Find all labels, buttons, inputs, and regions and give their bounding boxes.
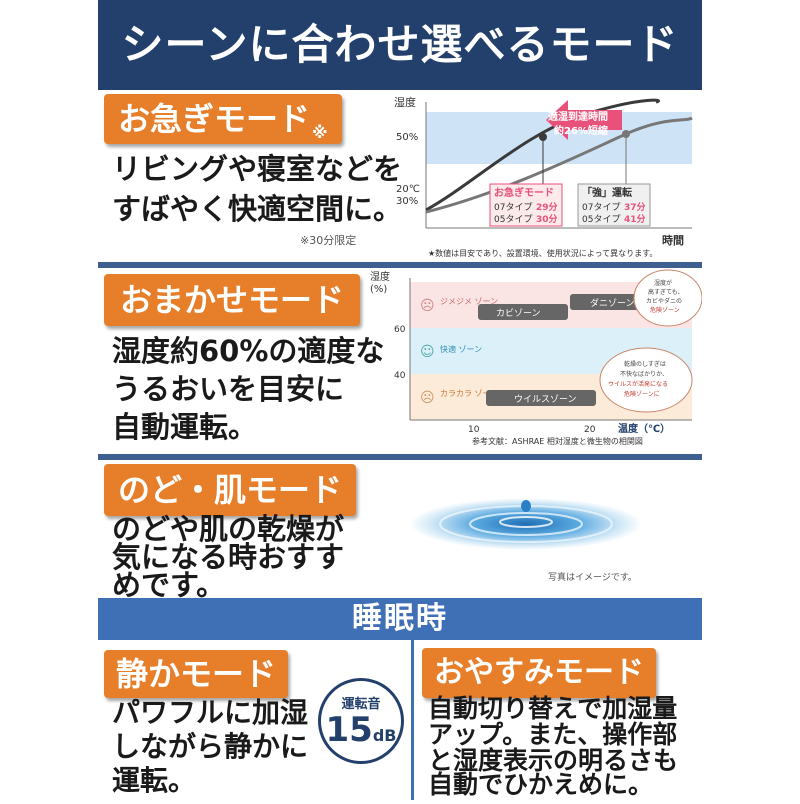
- quiet-mode-desc-1: パワフルに加湿: [112, 696, 309, 729]
- chart2-bubble-bottom-1: 乾燥のしすぎは: [624, 360, 666, 368]
- chart2-tick-60: 60: [394, 325, 406, 335]
- chart2-bubble-top: [633, 269, 702, 327]
- chart2-tick-20: 20: [584, 425, 596, 435]
- quick-mode-note-mark: ※: [312, 123, 328, 142]
- rest-mode-desc-2: アップ。また、操作部: [428, 720, 678, 749]
- ripple-droplet: [521, 500, 531, 512]
- chart2-comfort-face-icon: ☺: [420, 344, 435, 360]
- photo-caption: 写真はイメージです。: [548, 573, 637, 583]
- auto-mode-label-text: おまかせモード: [120, 281, 345, 319]
- chart2-pill-virus-text: ウイルスゾーン: [514, 394, 577, 405]
- chart1-tick-50: 50%: [396, 132, 418, 143]
- rest-mode-label-text: おやすみモード: [434, 655, 644, 690]
- auto-mode-desc-1: 湿度約60%の適度な: [112, 334, 385, 368]
- quiet-mode-desc-2: しながら静かに: [112, 730, 309, 763]
- chart2-bubble-bottom: [599, 347, 693, 413]
- noise-level-label: 運転音: [341, 697, 381, 712]
- chart1-quick-row1-type: 07タイプ: [494, 202, 532, 213]
- quick-mode-desc-1: リビングや寝室などを: [112, 152, 403, 186]
- chart2-dry-face-icon: ☹: [420, 390, 435, 406]
- noise-level-badge: 運転音 15dB: [318, 678, 404, 764]
- chart1-y-axis-label: 湿度: [394, 95, 416, 109]
- noise-level-unit: dB: [372, 726, 397, 745]
- auto-mode-desc-3: 自動運転。: [112, 410, 258, 444]
- noise-level-value: 15: [325, 710, 373, 750]
- chart2-pill-mold-text: カビゾーン: [496, 308, 541, 319]
- chart1-strong-row2-time: 41分: [624, 213, 646, 225]
- chart1-strong-row2-type: 05タイプ: [582, 214, 620, 225]
- skin-mode-desc-2: 気になる時おすす: [112, 540, 345, 574]
- chart2-pill-virus: [486, 390, 596, 406]
- quiet-mode-label-text: 静かモード: [116, 655, 277, 693]
- chart2-bubble-top-3: カビやダニの: [646, 297, 682, 305]
- chart2-bubble-top-1: 湿度が: [654, 279, 672, 287]
- chart2-tick-10: 10: [468, 425, 480, 435]
- quick-mode-label-text: お急ぎモード: [118, 100, 311, 138]
- auto-mode-chart: 湿度 (%) 60 40 10 20 温度（℃） ☹ ジメジメ ゾーン ☺ 快適…: [370, 269, 702, 446]
- rest-mode-desc-1: 自動切り替えで加湿量: [428, 694, 678, 723]
- chart1-callout-2: 約26%短縮: [554, 124, 608, 137]
- chart2-bubble-top-2: 高すぎても、: [648, 288, 684, 296]
- rest-mode-label: おやすみモード: [422, 648, 656, 698]
- chart1-strong-box-title: 「強」運転: [582, 186, 632, 199]
- skin-mode-desc-3: めです。: [112, 568, 226, 602]
- chart1-quick-row1-time: 29分: [536, 201, 558, 213]
- chart2-zone-comfort-label: 快適 ゾーン: [440, 344, 482, 354]
- auto-mode-label: おまかせモード: [104, 274, 361, 326]
- chart1-quick-row2-type: 05タイプ: [494, 214, 532, 225]
- chart1-x-axis-label: 時間: [662, 233, 684, 247]
- chart1-strong-row1-time: 37分: [624, 201, 646, 213]
- quiet-mode-desc-3: 運転。: [112, 764, 197, 797]
- chart2-zone-dry-label: カラカラ ゾーン: [440, 389, 498, 398]
- chart2-pill-mold: [478, 304, 568, 320]
- water-ripple-image: [410, 498, 642, 550]
- section-divider-1: [98, 262, 702, 268]
- chart2-reference: 参考文献：ASHRAE 相対湿度と微生物の相関図: [472, 436, 643, 446]
- ripple-ring-inner: [499, 516, 553, 528]
- rest-mode-desc-3: と湿度表示の明るさも: [428, 746, 679, 775]
- chart2-y-axis-unit: (%): [370, 284, 387, 295]
- skin-mode-label: のど・肌モード: [104, 464, 357, 516]
- page-title: シーンに合わせ選べるモード: [98, 0, 702, 90]
- quick-mode-chart: 湿度 50% 20℃ 30% 適湿到達時間 約26%短縮 お急ぎモード 07タイ…: [394, 95, 693, 258]
- quick-mode-label: お急ぎモード※: [104, 94, 342, 144]
- auto-mode-desc-2: うるおいを目安に: [112, 372, 345, 406]
- rest-mode-desc-4: 自動でひかえめに。: [428, 770, 654, 799]
- chart2-bubble-bottom-4: 危険ゾーンに: [624, 390, 660, 398]
- sleep-vertical-divider: [411, 640, 414, 800]
- chart1-quick-row2-time: 30分: [536, 213, 558, 225]
- sleep-section-title: 睡眠時: [98, 598, 702, 640]
- chart1-quick-box: [489, 183, 563, 227]
- chart1-tick-hum: 30%: [396, 196, 418, 207]
- chart1-disclaimer: ★数値は目安であり、設置環境、使用状況によって異なります。: [428, 248, 657, 258]
- chart1-strong-row1-type: 07タイプ: [582, 202, 620, 213]
- chart2-y-axis-label: 湿度: [370, 270, 390, 283]
- quiet-mode-label: 静かモード: [104, 650, 289, 698]
- chart2-x-axis-label: 温度（℃）: [618, 422, 670, 435]
- quick-mode-footnote: ※30分限定: [300, 234, 357, 247]
- chart2-bubble-top-4: 危険ゾーン: [650, 306, 680, 314]
- chart1-quick-box-title: お急ぎモード: [494, 186, 554, 199]
- chart2-pill-mite-text: ダニゾーン: [590, 297, 635, 309]
- section-divider-2: [98, 454, 702, 460]
- chart2-pill-mite: [570, 294, 642, 310]
- chart1-shorten-arrow: [546, 100, 622, 140]
- ripple-ring-middle: [469, 512, 583, 536]
- quick-mode-desc-2: すばやく快適空間に。: [112, 192, 403, 226]
- chart1-callout-1: 適湿到達時間: [548, 110, 608, 123]
- chart2-tick-40: 40: [394, 371, 406, 381]
- chart1-strong-curve: [425, 116, 693, 214]
- chart2-humid-face-icon: ☹: [420, 298, 435, 314]
- chart2-zone-humid-label: ジメジメ ゾーン: [440, 297, 498, 306]
- chart1-tick-temp: 20℃: [396, 184, 420, 195]
- chart2-bubble-bottom-2: 不快なばかりか、: [620, 370, 668, 378]
- chart2-bubble-bottom-3: ウイルスが活発になる: [608, 380, 668, 388]
- skin-mode-desc-1: のどや肌の乾燥が: [112, 512, 345, 546]
- chart1-strong-box: [577, 183, 651, 227]
- skin-mode-label-text: のど・肌モード: [118, 471, 343, 509]
